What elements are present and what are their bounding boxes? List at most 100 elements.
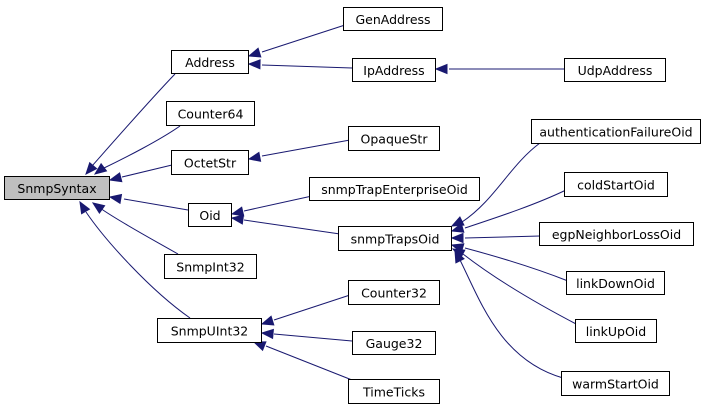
node-box-coldstartoid <box>564 172 668 197</box>
node-box-counter32 <box>348 280 440 305</box>
node-label-octetstr: OctetStr <box>184 156 237 171</box>
node-linkdownoid[interactable]: linkDownOid <box>566 271 665 295</box>
node-box-timeticks <box>348 379 440 404</box>
node-label-udpaddress: UdpAddress <box>578 63 653 78</box>
edge-gauge32-to-snmpuint32 <box>273 333 353 342</box>
node-snmptrapsoid[interactable]: snmpTrapsOid <box>338 226 452 251</box>
node-box-snmpint32 <box>164 254 257 279</box>
node-label-gauge32: Gauge32 <box>366 336 423 351</box>
edge-opaquestr-to-octetstr <box>261 139 351 157</box>
node-egpneighborlossoid[interactable]: egpNeighborLossOid <box>539 222 694 246</box>
node-counter32[interactable]: Counter32 <box>348 280 440 305</box>
node-label-snmpsyntax: SnmpSyntax <box>17 181 96 196</box>
node-box-gauge32 <box>352 331 436 355</box>
node-label-address: Address <box>185 55 235 70</box>
edge-ipaddress-to-address <box>261 64 353 69</box>
node-ipaddress[interactable]: IpAddress <box>352 58 436 82</box>
node-counter64[interactable]: Counter64 <box>166 101 255 126</box>
node-box-ipaddress <box>352 58 436 82</box>
node-snmpint32[interactable]: SnmpInt32 <box>164 254 257 279</box>
node-box-snmpuint32 <box>157 318 262 343</box>
node-box-warmstartoid <box>561 371 670 396</box>
node-gauge32[interactable]: Gauge32 <box>352 331 436 355</box>
edge-linkdownoid-to-snmptrapsoid <box>464 247 569 282</box>
edge-snmptrapenterpriseoid-to-oid <box>243 195 313 212</box>
arrowhead-warmstartoid-to-snmptrapsoid <box>454 249 465 264</box>
arrowhead-udpaddress-to-ipaddress <box>434 63 448 75</box>
arrowhead-gauge32-to-snmpuint32 <box>260 328 274 340</box>
node-opaquestr[interactable]: OpaqueStr <box>348 126 440 151</box>
edge-snmptrapsoid-to-oid <box>243 219 341 235</box>
node-box-linkdownoid <box>566 271 665 295</box>
arrowhead-snmptrapenterpriseoid-to-oid <box>230 206 245 217</box>
node-box-egpneighborlossoid <box>539 222 694 246</box>
edge-address-to-snmpsyntax <box>91 73 176 167</box>
arrowhead-coldstartoid-to-snmptrapsoid <box>450 222 465 233</box>
node-address[interactable]: Address <box>171 50 249 74</box>
node-box-genaddress <box>343 7 443 31</box>
node-box-udpaddress <box>564 58 666 82</box>
node-coldstartoid[interactable]: coldStartOid <box>564 172 668 197</box>
arrowhead-counter32-to-snmpuint32 <box>260 315 275 326</box>
node-box-linkupoid <box>575 319 657 343</box>
edge-genaddress-to-address <box>261 24 346 53</box>
node-snmpuint32[interactable]: SnmpUInt32 <box>157 318 262 343</box>
node-label-oid: Oid <box>199 208 220 223</box>
arrowhead-octetstr-to-snmpsyntax <box>108 172 123 183</box>
node-linkupoid[interactable]: linkUpOid <box>575 319 657 343</box>
arrowhead-snmptrapsoid-to-oid <box>230 214 245 225</box>
node-label-warmstartoid: warmStartOid <box>572 377 659 392</box>
arrowhead-counter64-to-snmpsyntax <box>93 162 108 175</box>
edge-linkupoid-to-snmptrapsoid <box>462 253 579 326</box>
node-label-coldstartoid: coldStartOid <box>577 178 655 193</box>
arrowhead-egpneighborlossoid-to-snmptrapsoid <box>450 232 464 244</box>
edge-octetstr-to-snmpsyntax <box>121 164 173 178</box>
node-box-address <box>171 50 249 74</box>
arrowhead-timeticks-to-snmpuint32 <box>252 341 267 352</box>
node-oid[interactable]: Oid <box>188 203 232 227</box>
arrowhead-snmpuint32-to-snmpsyntax <box>79 200 91 215</box>
nodes: SnmpSyntax AddressCounter64OctetStrOidSnm… <box>4 7 701 404</box>
arrowhead-oid-to-snmpsyntax <box>108 193 123 205</box>
node-box-opaquestr <box>348 126 440 151</box>
arrowhead-genaddress-to-address <box>247 47 262 58</box>
node-box-snmpsyntax <box>4 176 110 200</box>
node-label-counter64: Counter64 <box>178 107 244 122</box>
node-snmptrapenterpriseoid[interactable]: snmpTrapEnterpriseOid <box>309 177 480 201</box>
node-snmpsyntax[interactable]: SnmpSyntax <box>4 176 110 200</box>
arrowhead-ipaddress-to-address <box>247 59 261 70</box>
node-genaddress[interactable]: GenAddress <box>343 7 443 31</box>
arrowhead-snmpint32-to-snmpsyntax <box>91 202 106 215</box>
node-timeticks[interactable]: TimeTicks <box>348 379 440 404</box>
node-box-authenticationfailureoid <box>531 119 701 144</box>
edge-egpneighborlossoid-to-snmptrapsoid <box>464 235 541 239</box>
node-label-linkdownoid: linkDownOid <box>576 276 655 291</box>
edge-snmpuint32-to-snmpsyntax <box>85 211 191 319</box>
node-udpaddress[interactable]: UdpAddress <box>564 58 666 82</box>
node-box-octetstr <box>171 150 249 175</box>
node-label-linkupoid: linkUpOid <box>586 324 646 339</box>
arrowhead-opaquestr-to-octetstr <box>247 151 262 162</box>
edge-authenticationfailureoid-to-snmptrapsoid <box>461 142 541 223</box>
node-label-authenticationfailureoid: authenticationFailureOid <box>539 125 692 140</box>
node-label-opaquestr: OpaqueStr <box>361 132 429 147</box>
node-authenticationfailureoid[interactable]: authenticationFailureOid <box>531 119 701 144</box>
node-label-snmpuint32: SnmpUInt32 <box>171 324 249 339</box>
node-warmstartoid[interactable]: warmStartOid <box>561 371 670 396</box>
edge-timeticks-to-snmpuint32 <box>265 345 353 381</box>
edge-counter32-to-snmpuint32 <box>273 294 351 321</box>
node-label-timeticks: TimeTicks <box>362 385 425 400</box>
node-label-snmptrapenterpriseoid: snmpTrapEnterpriseOid <box>321 182 468 197</box>
node-octetstr[interactable]: OctetStr <box>171 150 249 175</box>
node-label-genaddress: GenAddress <box>355 12 430 27</box>
node-box-counter64 <box>166 101 255 126</box>
edge-coldstartoid-to-snmptrapsoid <box>464 189 567 229</box>
edges <box>79 24 579 381</box>
node-box-snmptrapsoid <box>338 226 452 251</box>
edge-warmstartoid-to-snmptrapsoid <box>459 259 564 379</box>
node-label-ipaddress: IpAddress <box>363 63 424 78</box>
edge-oid-to-snmpsyntax <box>123 198 189 211</box>
node-label-snmptrapsoid: snmpTrapsOid <box>351 232 440 247</box>
node-label-egpneighborlossoid: egpNeighborLossOid <box>552 227 681 242</box>
